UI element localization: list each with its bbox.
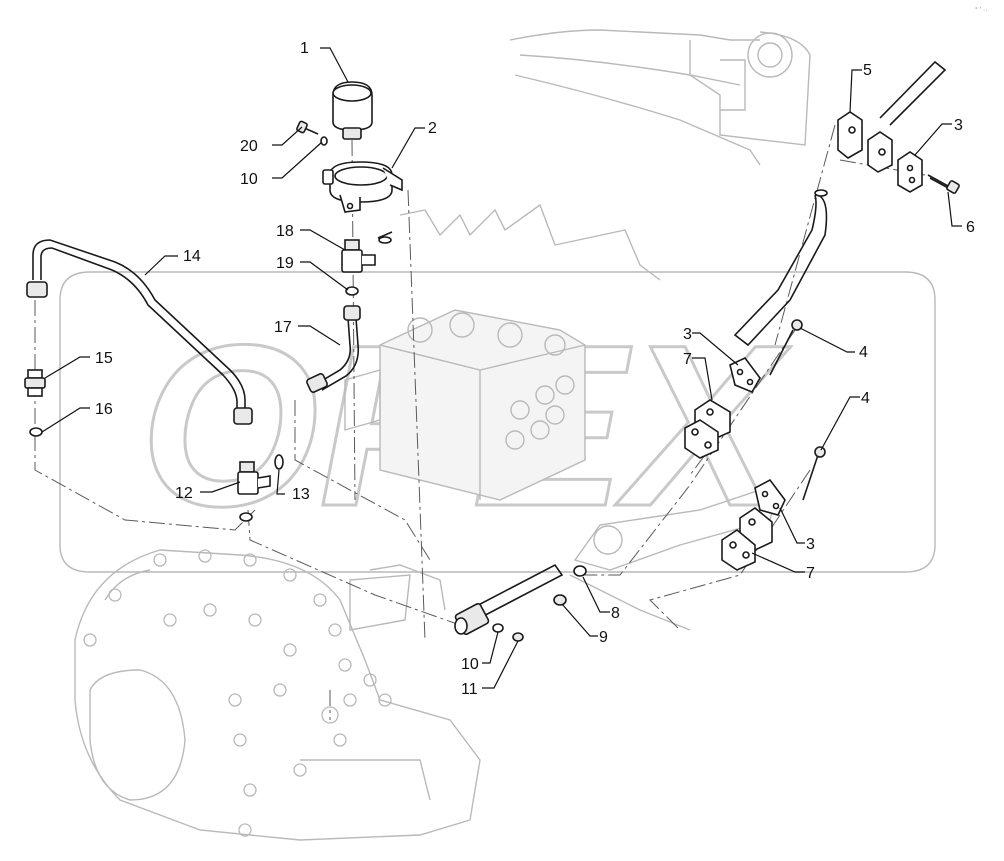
callout-9: 9 bbox=[599, 629, 608, 646]
callout-3-upper: 3 bbox=[954, 117, 963, 134]
differential-housing-outline bbox=[74, 549, 481, 841]
axle-beam-outline bbox=[509, 29, 811, 166]
seal-part-8 bbox=[573, 565, 587, 577]
callout-20: 20 bbox=[240, 138, 258, 155]
seal-part-16 bbox=[29, 427, 43, 437]
plug-part-9 bbox=[553, 594, 567, 606]
corner-note: ° ' ·· bbox=[975, 6, 988, 14]
callout-numbers: 1 2 20 10 18 19 14 17 15 16 12 13 5 3 6 … bbox=[95, 40, 975, 698]
hydraulic-hose-lower bbox=[454, 563, 564, 636]
callout-10-lower: 10 bbox=[461, 656, 479, 673]
seal-ring-part-19 bbox=[345, 286, 359, 296]
callout-16: 16 bbox=[95, 401, 113, 418]
bolt-part-6 bbox=[927, 174, 960, 194]
leader-lines bbox=[41, 47, 962, 689]
tee-fitting-part-12 bbox=[237, 461, 271, 522]
callout-4-upper: 4 bbox=[859, 344, 868, 361]
hydraulic-pipe-part-14 bbox=[26, 239, 253, 425]
callout-12: 12 bbox=[175, 485, 193, 502]
bolt-part-4-lower bbox=[802, 446, 826, 501]
callout-2: 2 bbox=[428, 120, 437, 137]
screw-part-20 bbox=[296, 120, 328, 146]
callout-18: 18 bbox=[276, 223, 294, 240]
clamp-part-7-middle bbox=[684, 399, 731, 459]
screw-part-11 bbox=[512, 632, 524, 642]
tee-fitting-part-18 bbox=[341, 231, 393, 273]
hydraulic-hose-upper-right bbox=[733, 60, 947, 347]
cover-plate-part-3-upper bbox=[897, 151, 923, 193]
callout-6: 6 bbox=[966, 219, 975, 236]
washer-part-10-lower bbox=[492, 623, 504, 633]
callout-4-lower: 4 bbox=[861, 390, 870, 407]
callout-15: 15 bbox=[95, 350, 113, 367]
bolt-part-4-upper bbox=[769, 319, 803, 376]
callout-19: 19 bbox=[276, 255, 294, 272]
callout-14: 14 bbox=[183, 248, 201, 265]
callout-3-lower: 3 bbox=[806, 536, 815, 553]
control-valve-outline bbox=[344, 203, 661, 501]
callout-13: 13 bbox=[292, 486, 310, 503]
callout-7-middle: 7 bbox=[683, 351, 692, 368]
clamp-part-7-lower bbox=[721, 507, 773, 571]
adapter-part-15 bbox=[24, 369, 46, 397]
clamp-block-part-5 bbox=[837, 111, 893, 173]
callout-3-middle: 3 bbox=[683, 326, 692, 343]
callout-10-upper: 10 bbox=[240, 171, 258, 188]
callout-11: 11 bbox=[461, 681, 478, 698]
callout-1: 1 bbox=[300, 40, 309, 57]
callout-17: 17 bbox=[274, 319, 292, 336]
hydraulic-pipe-part-17 bbox=[306, 305, 361, 393]
accumulator-part-1 bbox=[332, 81, 373, 140]
callout-7-lower: 7 bbox=[806, 565, 815, 582]
seal-part-13 bbox=[274, 454, 284, 470]
callout-8: 8 bbox=[611, 605, 620, 622]
cover-plate-part-3-middle bbox=[729, 357, 761, 394]
callout-5: 5 bbox=[863, 62, 872, 79]
cover-plate-part-3-lower bbox=[754, 478, 786, 516]
clamp-bracket-part-2 bbox=[322, 161, 403, 213]
